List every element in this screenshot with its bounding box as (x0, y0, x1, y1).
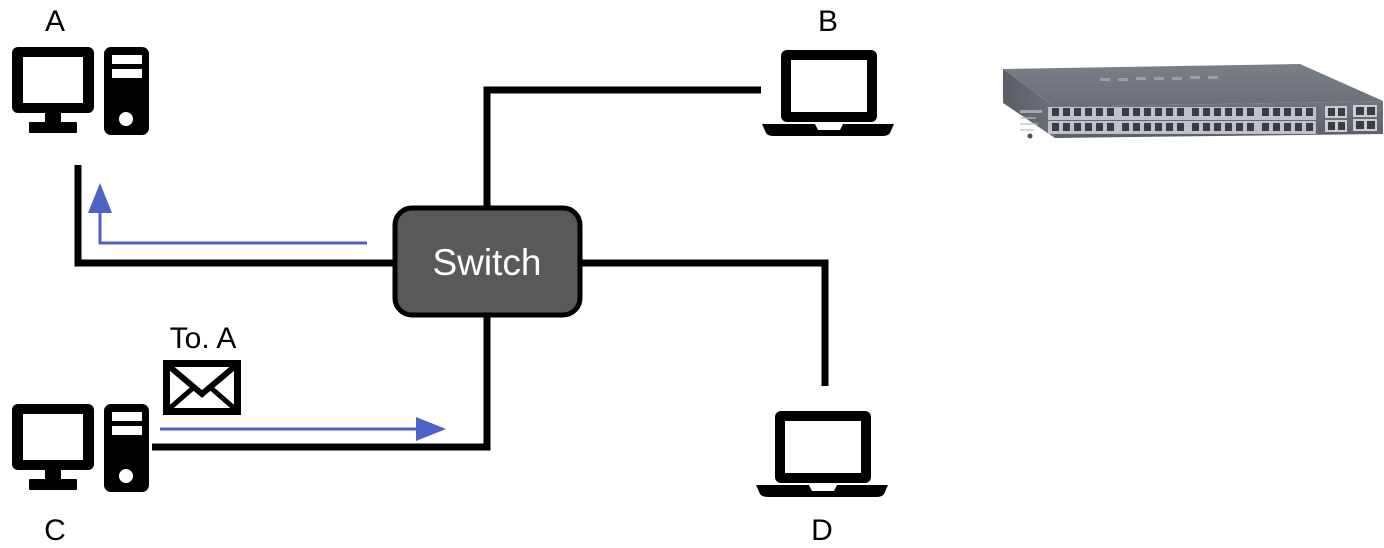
switch-node[interactable]: Switch (392, 205, 583, 318)
laptop-icon (756, 411, 888, 497)
node-c-label: C (44, 514, 66, 547)
links-layer (74, 86, 829, 451)
packet-label: To. A (170, 322, 237, 355)
node-b[interactable]: B (762, 5, 894, 136)
link-switch-d (580, 259, 829, 386)
envelope-icon (163, 360, 241, 415)
node-d-label: D (811, 514, 833, 547)
link-switch-b (483, 86, 761, 210)
packet-group: To. A (163, 322, 241, 415)
desktop-computer-icon (12, 404, 149, 492)
rj45-port-bank (1048, 105, 1377, 134)
desktop-computer-icon (12, 47, 149, 135)
rack-switch-photo (1003, 64, 1383, 139)
node-c[interactable]: C (12, 404, 149, 547)
link-switch-a (74, 165, 395, 267)
flows-layer (88, 183, 446, 441)
node-a[interactable]: A (12, 5, 149, 135)
link-switch-c (152, 313, 491, 451)
node-a-label: A (45, 5, 65, 38)
node-b-label: B (818, 5, 838, 38)
node-d[interactable]: D (756, 411, 888, 547)
laptop-icon (762, 50, 894, 136)
flow-switch-to-a (88, 183, 367, 245)
switch-brand-marks (1100, 76, 1218, 81)
switch-node-label: Switch (433, 242, 542, 283)
